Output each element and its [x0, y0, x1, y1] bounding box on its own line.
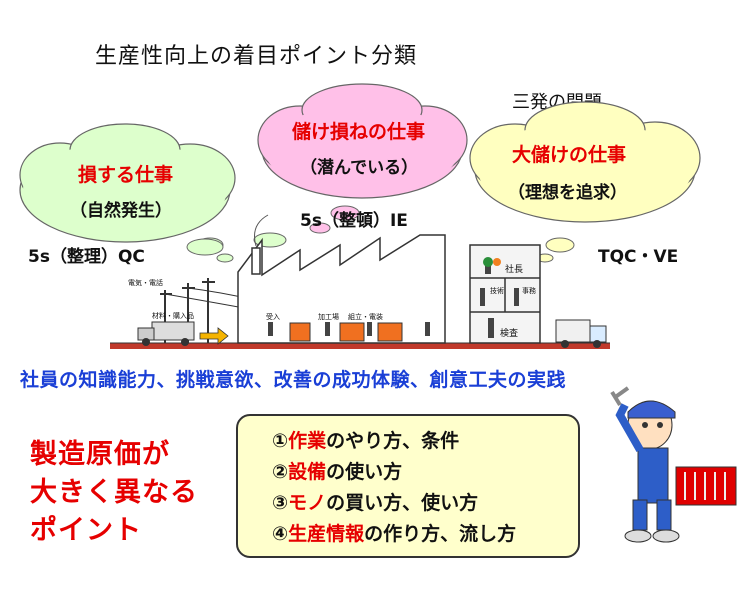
point-num: ③ — [272, 492, 289, 514]
label-right-method: TQC・VE — [598, 247, 679, 267]
cloud-right-title: 大儲けの仕事 — [512, 144, 627, 166]
page-title: 生産性向上の着目ポイント分類 — [95, 44, 418, 69]
point-rest: の使い方 — [326, 461, 403, 483]
label-process: 加工場 — [318, 313, 339, 321]
label-left-method: 5s（整理）QC — [28, 247, 145, 267]
point-item-1: ①作業のやり方、条件 — [272, 426, 459, 453]
slogan-text: 社員の知識能力、挑戦意欲、改善の成功体験、創意工夫の実践 — [20, 369, 567, 391]
ground-line — [110, 343, 610, 349]
point-rest: のやり方、条件 — [326, 430, 460, 452]
big-red-line-1: 製造原価が — [30, 439, 170, 470]
point-item-3: ③モノの買い方、使い方 — [272, 488, 478, 515]
points-box — [236, 414, 580, 558]
point-key: 設備 — [288, 461, 327, 483]
cloud-left-title: 損する仕事 — [78, 164, 174, 186]
point-rest: の作り方、流し方 — [364, 523, 517, 545]
label-middle-method: 5s（整頓）IE — [300, 211, 408, 231]
label-office: 事務 — [522, 287, 536, 295]
factory-building — [237, 234, 446, 344]
truck-right — [555, 319, 607, 348]
point-key: モノ — [288, 492, 327, 514]
point-key: 作業 — [288, 430, 327, 452]
point-item-4: ④生産情報の作り方、流し方 — [272, 519, 516, 546]
point-num: ② — [272, 461, 289, 483]
label-inspect: 検査 — [500, 329, 519, 339]
point-num: ④ — [272, 523, 289, 545]
cloud-left-sub: （自然発生） — [70, 201, 172, 221]
cloud-right-sub: （理想を追求） — [508, 183, 627, 203]
big-red-line-3: ポイント — [30, 515, 142, 546]
worker-figure — [610, 386, 680, 543]
cloud-middle-title: 儲け損ねの仕事 — [292, 121, 426, 143]
point-num: ① — [272, 430, 289, 452]
big-red-line-2: 大きく異なる — [30, 477, 198, 508]
point-key: 生産情報 — [288, 523, 365, 545]
label-materials: 材料・購入品 — [152, 312, 194, 320]
truck-left — [137, 321, 195, 346]
label-assembly: 組立・電装 — [348, 313, 383, 321]
point-item-2: ②設備の使い方 — [272, 457, 402, 484]
cloud-middle-sub: （潜んでいる） — [300, 158, 419, 178]
label-poles: 電気・電話 — [128, 279, 163, 287]
label-receive: 受入 — [266, 313, 280, 321]
point-rest: の買い方、使い方 — [326, 492, 479, 514]
label-tech: 技術 — [490, 287, 504, 295]
label-president: 社長 — [505, 265, 524, 275]
